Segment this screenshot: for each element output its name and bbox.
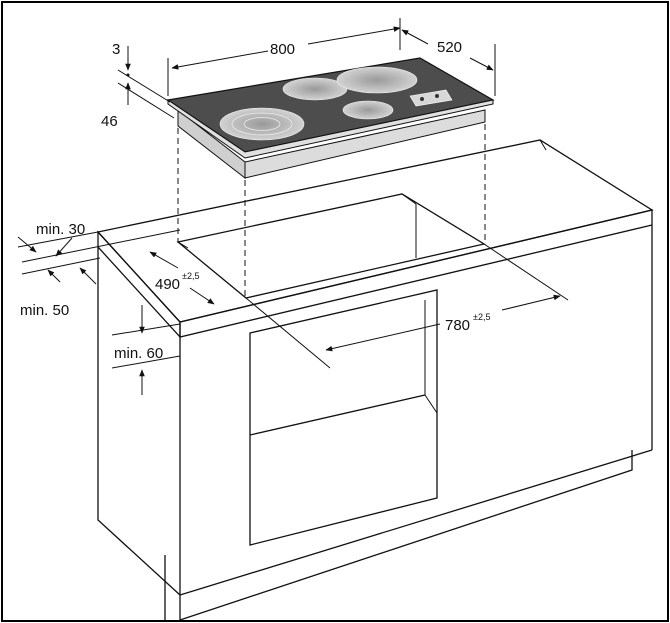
front-edge-clearance-label: min. 30 [36,221,85,238]
cutout-depth-tolerance: ±2,5 [182,271,199,281]
hob-body-front [244,109,486,179]
cooking-zone-front-right [342,100,394,120]
cutout-width-label: 780 [445,317,470,334]
control-knob-icon [420,97,424,101]
hob [166,57,495,180]
cooking-zone-rear-left [282,77,348,101]
control-panel-icon [409,89,453,107]
worktop-surface [96,139,654,323]
build-in-height-label: 46 [101,113,118,130]
glass-edge [167,99,494,159]
below-clearance-label: min. 60 [114,345,163,362]
cutout-depth-label: 490 [155,276,180,293]
hob-depth-label: 520 [437,39,462,56]
cutout-dimensions [149,243,569,369]
control-knob-icon [435,94,439,98]
glass-thickness-label: 3 [112,41,120,58]
worktop-cutout [176,193,486,299]
cooking-zone-ring [231,112,293,136]
cooking-zone-rear-right [336,66,418,94]
rear-wall-clearance-label: min. 50 [20,302,69,319]
hob-dimensions [117,18,496,119]
oven-opening [249,289,438,546]
cooking-zone-ring-inner [243,117,281,131]
kitchen-cabinet [96,139,654,621]
cutout-width-tolerance: ±2,5 [473,312,490,322]
hob-width-label: 800 [270,41,295,58]
clearance-dimensions [17,229,181,395]
